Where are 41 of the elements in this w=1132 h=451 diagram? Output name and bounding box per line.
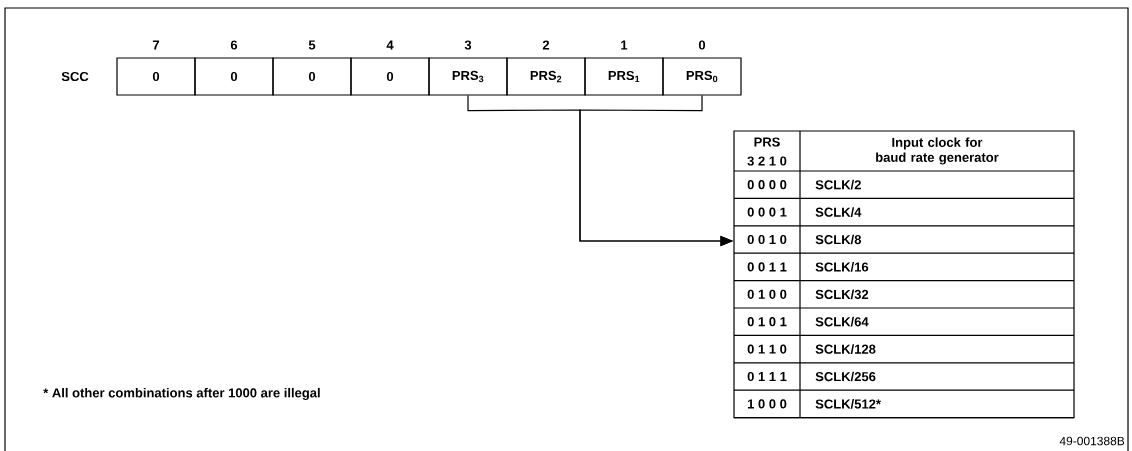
bit-pattern: 0 1 1 0 [747, 344, 787, 354]
bit-cell: PRS$_{1}$ [584, 57, 664, 96]
bit-cell: PRS$_{3}$ [428, 57, 508, 96]
bit-number: 5 [308, 40, 316, 50]
clock-value: SCLK/4 [815, 207, 862, 217]
bit-cell: 0 [350, 57, 430, 96]
bit-number: 0 [698, 40, 706, 50]
bit-pattern: 0 1 1 1 [747, 371, 787, 382]
bit-number: 7 [152, 40, 160, 50]
bit-cell: 0 [116, 57, 196, 96]
clock-value: SCLK/64 [815, 316, 869, 327]
bit-number: 3 [464, 40, 472, 50]
bit-cell: PRS$_{0}$ [662, 57, 742, 96]
clock-value: SCLK/2 [815, 179, 861, 190]
footnote: * All other combinations after 1000 are illegal [43, 387, 320, 401]
bit-number: 6 [230, 40, 238, 50]
bit-pattern: 0 0 1 1 [747, 262, 787, 272]
header-text: PRS [754, 137, 780, 147]
header-text: 3 2 1 0 [747, 156, 787, 166]
register-name: SCC [61, 71, 89, 82]
clock-value: SCLK/256 [815, 371, 876, 382]
clock-value: SCLK/512* [815, 399, 881, 409]
bit-pattern: 0 0 1 0 [747, 234, 787, 245]
bit-pattern: 0 0 0 1 [747, 207, 787, 217]
bit-number: 1 [621, 40, 628, 50]
bit-cell: 0 [272, 57, 352, 96]
bit-number: 2 [542, 40, 550, 50]
clock-value: SCLK/8 [815, 234, 862, 245]
figure-code: 49-001388B [1059, 436, 1125, 446]
bit-cell: 0 [194, 57, 274, 96]
bit-pattern: 0 1 0 1 [747, 317, 787, 327]
bit-pattern: 0 1 0 0 [747, 289, 787, 299]
clock-value: SCLK/16 [815, 262, 869, 272]
table [733, 130, 1075, 419]
clock-value: SCLK/128 [815, 344, 876, 354]
clock-value: SCLK/32 [815, 289, 869, 300]
bit-number: 4 [386, 40, 394, 50]
bit-cell: PRS$_{2}$ [506, 57, 586, 96]
bit-pattern: 0 0 0 0 [747, 180, 787, 190]
header-text: Input clock for baud rate generator [876, 137, 999, 165]
bit-pattern: 1 0 0 0 [747, 399, 787, 409]
